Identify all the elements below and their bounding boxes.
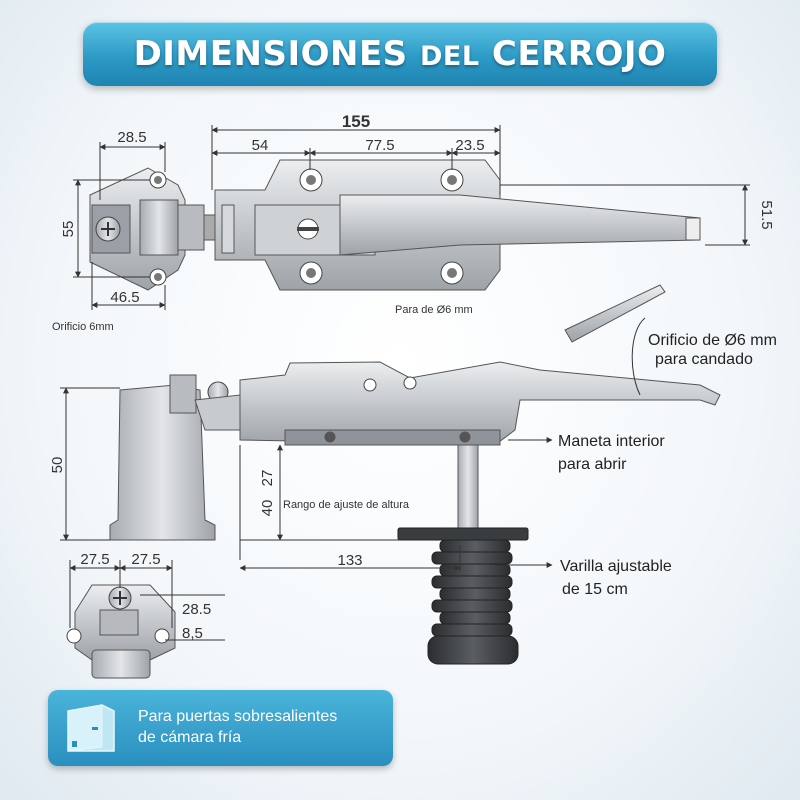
dim-overall-length: 155 xyxy=(342,112,370,131)
bottom-line-2: de cámara fría xyxy=(138,729,242,746)
title-word-3: CERROJO xyxy=(491,34,667,74)
dim-55: 55 xyxy=(60,221,77,238)
callout-rod-line1: Varilla ajustable xyxy=(560,558,672,575)
front-dimensions xyxy=(69,560,225,641)
dim-54: 54 xyxy=(252,137,269,154)
bottom-banner-text: Para puertas sobresalientes de cámara fr… xyxy=(138,706,388,748)
dim-133: 133 xyxy=(337,552,362,569)
dim-40: 40 xyxy=(259,500,276,517)
dim-28-5-top: 28.5 xyxy=(117,129,146,146)
rubber-bellows xyxy=(427,539,519,665)
callout-handle-line1: Maneta interior xyxy=(558,433,665,450)
note-para-6mm: Para de Ø6 mm xyxy=(395,304,473,316)
hinge-pin xyxy=(139,199,179,256)
title-word-2: DEL xyxy=(420,41,480,72)
dim-50: 50 xyxy=(49,457,66,474)
callout-padlock-line2: para candado xyxy=(655,351,753,368)
padlock-plate xyxy=(564,284,666,343)
dim-23-5: 23.5 xyxy=(455,137,484,154)
adjustable-rod xyxy=(457,444,479,531)
dim-front-8-5: 8,5 xyxy=(182,625,203,642)
front-hole-right-icon xyxy=(154,628,170,644)
side-view xyxy=(109,284,721,665)
dim-51-5: 51.5 xyxy=(758,200,775,229)
page-title: DIMENSIONES DEL CERROJO xyxy=(134,34,667,74)
top-view xyxy=(73,125,750,310)
dim-46-5: 46.5 xyxy=(110,289,139,306)
dim-27: 27 xyxy=(259,470,276,487)
front-view xyxy=(66,584,176,679)
padlock-hole-2-icon xyxy=(403,376,417,390)
side-dimensions xyxy=(60,317,646,572)
callout-rod-line2: de 15 cm xyxy=(562,581,628,598)
callout-handle-line2: para abrir xyxy=(558,456,627,473)
dim-77-5: 77.5 xyxy=(365,137,394,154)
note-orificio-6mm: Orificio 6mm xyxy=(52,321,114,333)
bottom-banner: Para puertas sobresalientes de cámara fr… xyxy=(48,690,393,766)
dim-front-right: 27.5 xyxy=(131,551,160,568)
title-banner: DIMENSIONES DEL CERROJO xyxy=(83,22,717,86)
note-rango-ajuste: Rango de ajuste de altura xyxy=(283,499,410,511)
padlock-hole-1-icon xyxy=(363,378,377,392)
callout-padlock-line1: Orificio de Ø6 mm xyxy=(648,332,777,349)
dim-front-left: 27.5 xyxy=(80,551,109,568)
dim-front-28-5: 28.5 xyxy=(182,601,211,618)
freezer-door-icon xyxy=(67,704,115,752)
title-word-1: DIMENSIONES xyxy=(133,34,408,74)
front-pin-block xyxy=(91,649,151,679)
handle-lever-side xyxy=(239,361,721,446)
bottom-line-1: Para puertas sobresalientes xyxy=(138,708,338,725)
handle-lever-top xyxy=(339,194,701,256)
front-hole-left-icon xyxy=(66,628,82,644)
